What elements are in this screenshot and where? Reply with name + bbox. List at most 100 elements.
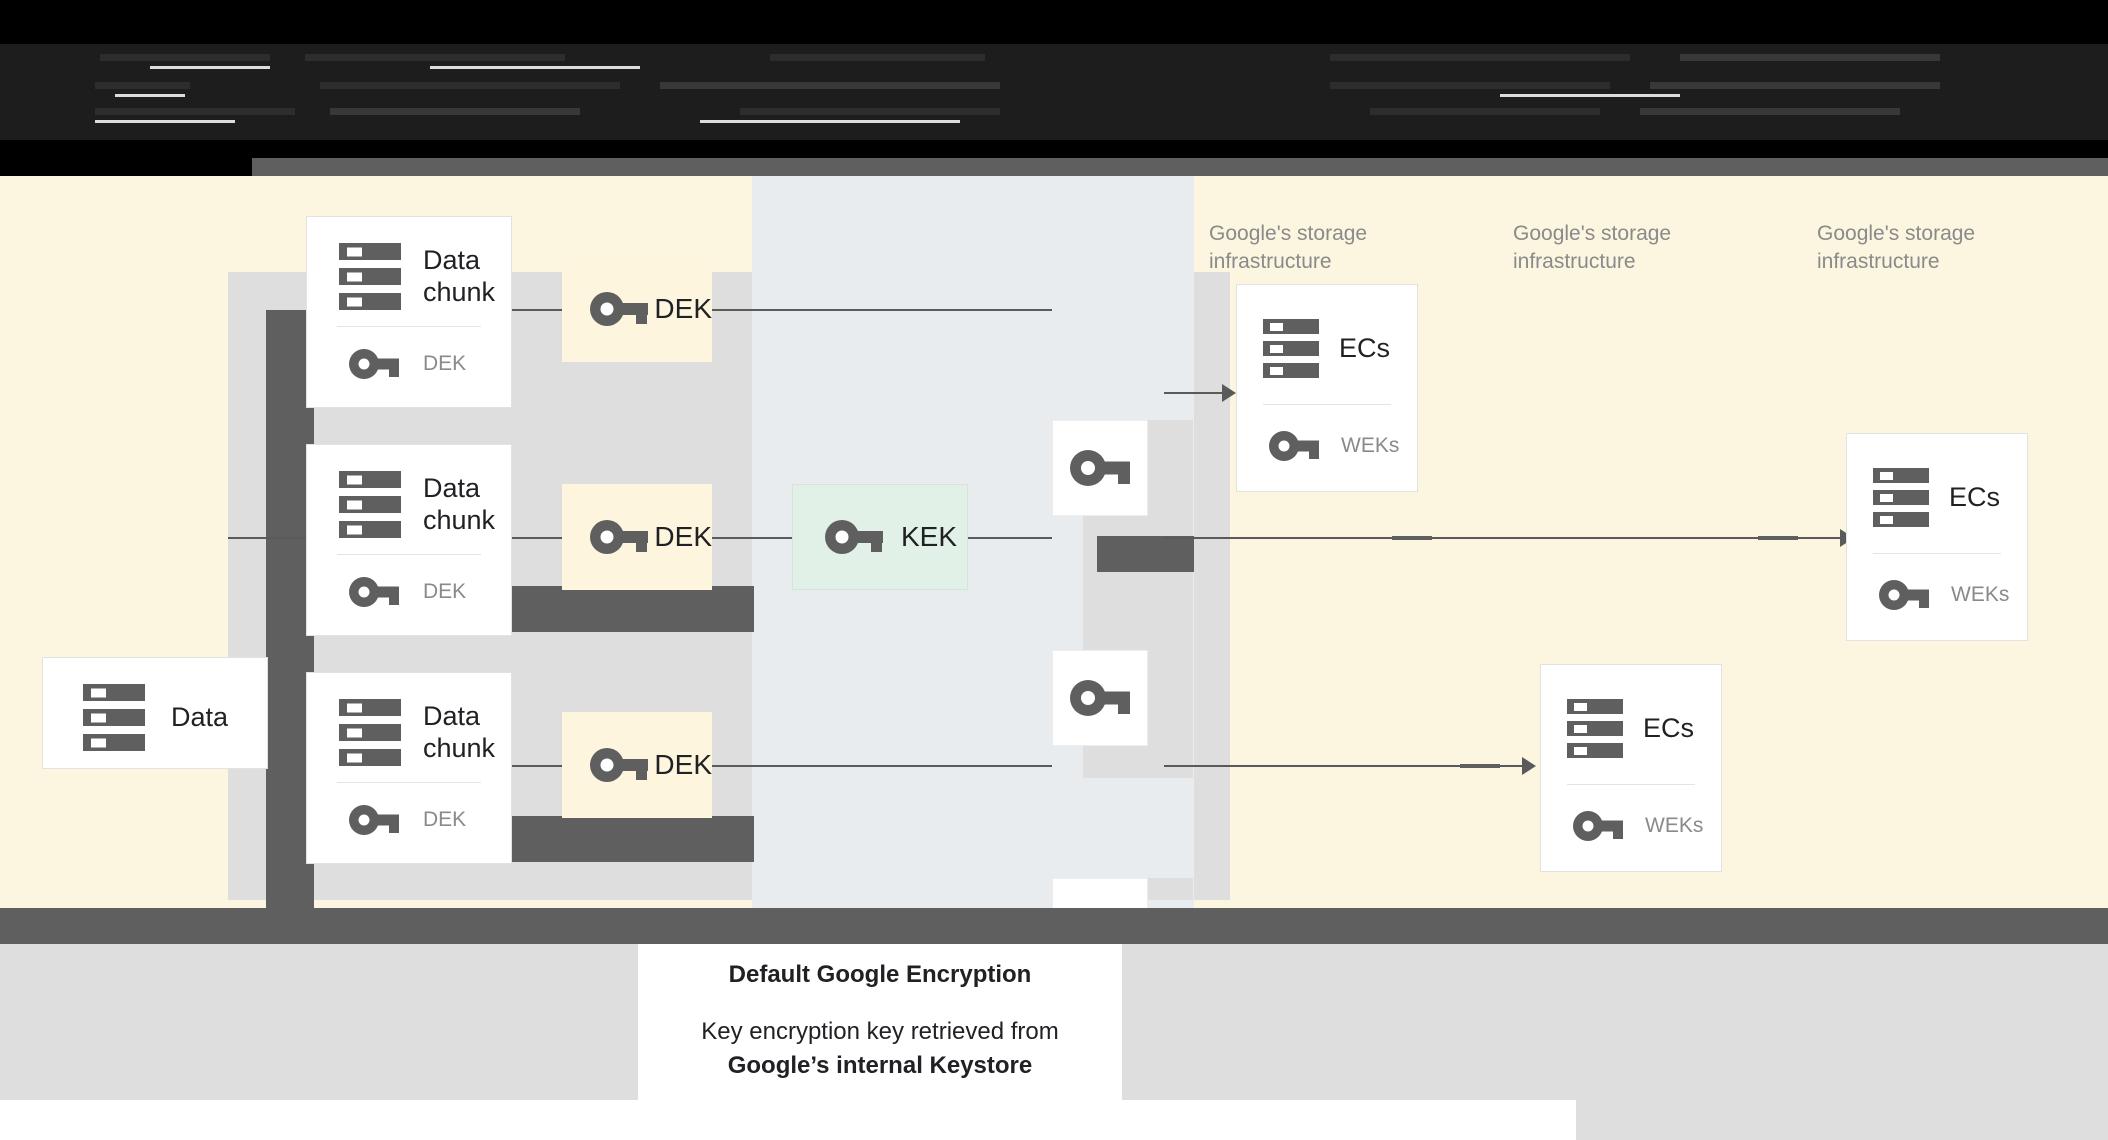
data-card[interactable]: Data — [42, 657, 268, 769]
obscured-text-fragment — [740, 108, 1000, 115]
obscured-text-fragment — [150, 66, 270, 69]
obscured-text-fragment — [1640, 108, 1900, 115]
key-icon — [590, 289, 648, 329]
legend-body: Key encryption key retrieved from Google… — [701, 1015, 1058, 1083]
ec-card-key-label: WEKs — [1951, 583, 2010, 606]
ec-card-key-label: WEKs — [1341, 434, 1400, 457]
chunk-title: Data chunk — [423, 473, 496, 535]
obscured-text-fragment — [305, 54, 565, 61]
server-icon — [1873, 468, 1929, 527]
legend-panel: Default Google Encryption Key encryption… — [638, 944, 1122, 1100]
card-divider — [1567, 784, 1695, 785]
storage-label-line1: Google's storage — [1817, 222, 1976, 245]
storage-label-line1: Google's storage — [1209, 222, 1368, 245]
ec-card-3[interactable]: ECs WEKs — [1540, 664, 1722, 872]
wrapped-key-box-2[interactable] — [1052, 650, 1148, 746]
connector-dek3-to-wek3 — [712, 765, 1052, 767]
dek-chip-3[interactable]: DEK — [562, 712, 712, 818]
server-icon — [1567, 699, 1623, 758]
storage-label-line1: Google's storage — [1513, 222, 1672, 245]
obscured-text-fragment — [1330, 82, 1610, 89]
chunk-title: Data chunk — [423, 245, 496, 307]
wrapped-key-box-1[interactable] — [1052, 420, 1148, 516]
obscured-header-text-area — [0, 44, 2108, 140]
key-icon — [1879, 578, 1929, 612]
kek-chip-label: KEK — [901, 521, 958, 552]
storage-label-2: Google's storage infrastructure — [1513, 220, 1671, 277]
ec-card-2[interactable]: ECs WEKs — [1846, 433, 2028, 641]
bottom-white-tail — [0, 1100, 1576, 1140]
key-icon — [349, 803, 399, 837]
obscured-text-fragment — [115, 94, 185, 97]
connector-wek3-to-ec3 — [1164, 765, 1526, 767]
connector-dek2-to-kek — [712, 537, 792, 539]
connector-wek2-to-ec2 — [1164, 537, 1844, 539]
legend-body-line2: Google’s internal Keystore — [727, 1052, 1033, 1079]
key-icon — [1573, 809, 1623, 843]
kek-chip[interactable]: KEK — [792, 484, 968, 590]
obscured-text-fragment — [95, 82, 190, 89]
chunk-key-label: DEK — [423, 808, 467, 831]
card-divider — [1263, 404, 1391, 405]
header-grey-strip — [252, 158, 2108, 176]
obscured-text-fragment — [95, 108, 295, 115]
connector-overlay-segment-1 — [1392, 536, 1432, 540]
chunk-title: Data chunk — [423, 701, 496, 763]
obscured-text-fragment — [1370, 108, 1600, 115]
storage-label-line2: infrastructure — [1513, 250, 1636, 274]
dek-chip-label: DEK — [654, 293, 712, 324]
connector-overlay-segment-3 — [1460, 764, 1500, 768]
data-card-title: Data — [171, 701, 229, 732]
storage-label-1: Google's storage infrastructure — [1209, 220, 1367, 277]
diagram-canvas: Data Data chunk DEK Data chunk DEK — [0, 176, 2108, 974]
key-icon — [1269, 429, 1319, 463]
ec-card-title: ECs — [1643, 712, 1695, 743]
storage-label-line2: infrastructure — [1209, 250, 1332, 274]
connector-kek-to-wek2 — [968, 537, 1052, 539]
dek-chip-label: DEK — [654, 521, 712, 552]
storage-label-3: Google's storage infrastructure — [1817, 220, 1975, 277]
obscured-text-fragment — [1330, 54, 1630, 61]
obscured-text-fragment — [330, 108, 580, 115]
key-icon — [590, 517, 648, 557]
obscured-text-fragment — [430, 66, 640, 69]
key-icon — [1070, 447, 1130, 489]
key-icon — [825, 517, 883, 557]
overlay-arrow-mask — [1097, 536, 1194, 572]
card-divider — [337, 782, 481, 783]
key-icon — [349, 575, 399, 609]
dek-chip-2[interactable]: DEK — [562, 484, 712, 590]
server-icon — [1263, 319, 1319, 378]
chunk-key-label: DEK — [423, 580, 467, 603]
card-divider — [337, 554, 481, 555]
arrowhead-ec3 — [1522, 757, 1536, 775]
connector-data-to-chunks — [228, 537, 314, 539]
obscured-text-fragment — [1500, 94, 1680, 97]
obscured-text-fragment — [95, 120, 235, 123]
connector-wek1-to-ec1 — [1164, 392, 1226, 394]
connector-dek1-to-wek1 — [712, 309, 1052, 311]
data-chunk-card-1[interactable]: Data chunk DEK — [306, 216, 512, 408]
server-icon — [339, 471, 401, 538]
connector-overlay-segment-2 — [1758, 536, 1798, 540]
data-chunk-card-2[interactable]: Data chunk DEK — [306, 444, 512, 636]
ec-card-title: ECs — [1339, 332, 1391, 363]
obscured-text-fragment — [1650, 82, 1940, 89]
arrowhead-ec1 — [1222, 384, 1236, 402]
storage-label-line2: infrastructure — [1817, 250, 1940, 274]
legend-body-line1: Key encryption key retrieved from — [701, 1017, 1059, 1045]
obscured-text-fragment — [100, 54, 270, 61]
ec-card-1[interactable]: ECs WEKs — [1236, 284, 1418, 492]
dek-chip-1[interactable]: DEK — [562, 256, 712, 362]
server-icon — [339, 243, 401, 310]
server-icon — [83, 684, 145, 751]
bottom-dark-band — [0, 908, 2108, 944]
data-chunk-card-3[interactable]: Data chunk DEK — [306, 672, 512, 864]
obscured-text-fragment — [660, 82, 1000, 89]
key-icon — [1070, 677, 1130, 719]
obscured-text-fragment — [1680, 54, 1940, 61]
key-icon — [590, 745, 648, 785]
obscured-text-fragment — [700, 120, 960, 123]
storage-channel-left — [1194, 272, 1230, 900]
